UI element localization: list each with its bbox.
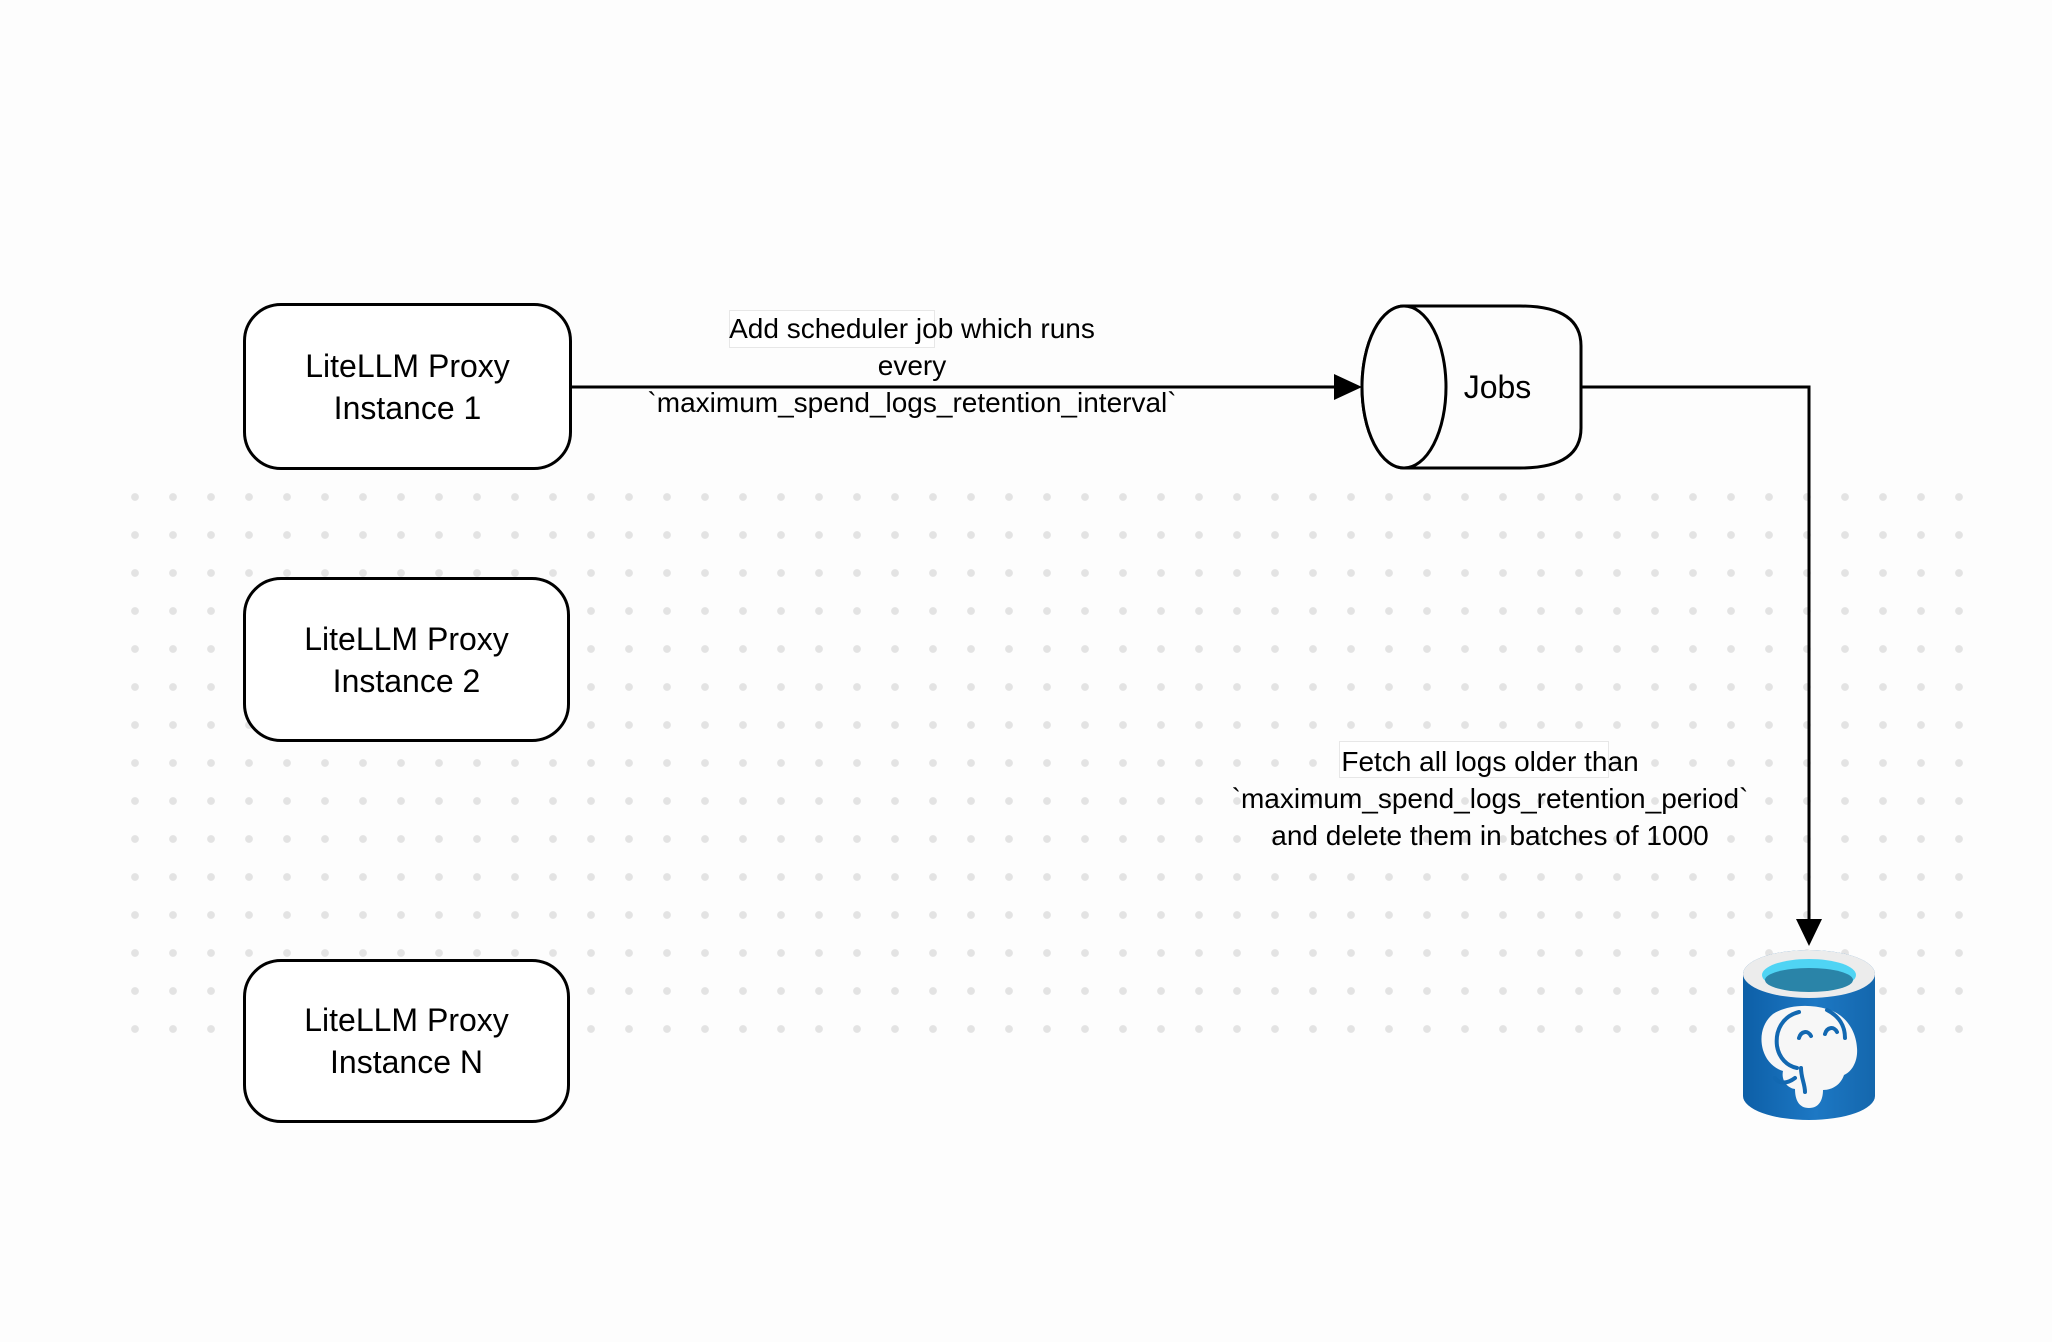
node-label-line: Instance 1 — [333, 389, 482, 426]
node-label-line: Instance N — [330, 1044, 483, 1080]
edge-label-line: `maximum_spend_logs_retention_period` — [1231, 783, 1749, 814]
pg-water-teal — [1765, 968, 1853, 992]
arrowhead-down-icon — [1796, 919, 1822, 946]
node-label-line: LiteLLM Proxy — [304, 620, 509, 657]
node-label-line: Instance 2 — [332, 662, 481, 699]
arrowhead-right-icon — [1334, 374, 1362, 400]
edge-label-fetch-logs: Fetch all logs older than `maximum_spend… — [1190, 743, 1790, 854]
edge-label-background — [729, 310, 935, 348]
node-litellm-proxy-instance-2: LiteLLM Proxy Instance 2 — [243, 577, 570, 742]
pg-elephant-icon — [1761, 1005, 1858, 1108]
jobs-label-text: Jobs — [1463, 368, 1532, 405]
node-label-line: LiteLLM Proxy — [305, 347, 510, 384]
edge-label-line: and delete them in batches of 1000 — [1271, 820, 1709, 851]
node-label-line: LiteLLM Proxy — [304, 1002, 509, 1038]
edge-label-line: every `maximum_spend_logs_retention_inte… — [647, 350, 1177, 418]
dot-grid-background — [116, 478, 1978, 1048]
edge-label-line: Add scheduler job which runs — [729, 313, 1095, 344]
node-jobs-label: Jobs — [1410, 366, 1585, 408]
edge-label-add-scheduler: Add scheduler job which runs every `maxi… — [612, 310, 1212, 421]
node-litellm-proxy-instance-n: LiteLLM Proxy Instance N — [243, 959, 570, 1123]
edge-fetch-line — [1581, 385, 1811, 928]
edge-label-line: Fetch all logs older than — [1341, 746, 1639, 777]
jobs-cylinder-face — [1360, 304, 1448, 470]
postgresql-database-icon — [1743, 950, 1875, 1120]
edge-label-background — [1339, 741, 1609, 778]
node-litellm-proxy-instance-1: LiteLLM Proxy Instance 1 — [243, 303, 572, 470]
